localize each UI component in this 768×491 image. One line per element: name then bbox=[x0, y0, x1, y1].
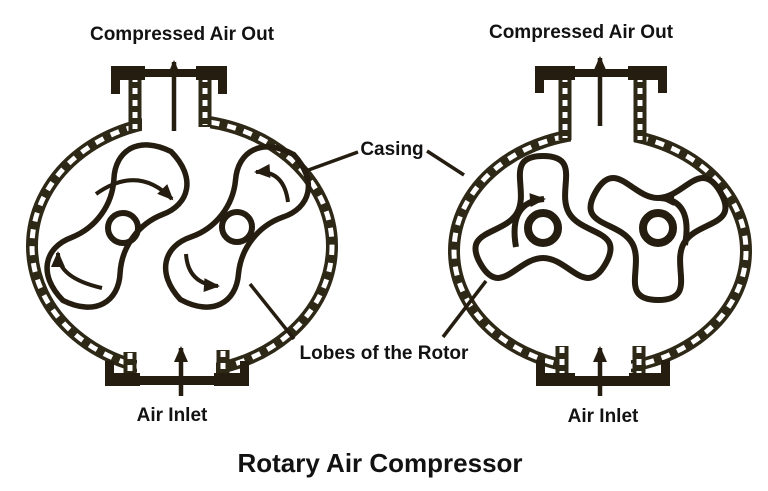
shaft-right-rotor-2 bbox=[639, 209, 677, 247]
inlet-flange-right bbox=[536, 376, 670, 386]
leader-lobes-left bbox=[248, 282, 296, 341]
outlet-label-left: Compressed Air Out bbox=[90, 24, 275, 45]
shaft-right-rotor-1 bbox=[524, 209, 562, 247]
inlet-label-right: Air Inlet bbox=[568, 406, 639, 427]
inlet-pipe-left bbox=[105, 346, 249, 396]
rotation-arrow-cw-top bbox=[94, 178, 174, 201]
rotation-arrow-ccw-top bbox=[254, 164, 290, 203]
left-compressor bbox=[26, 60, 338, 396]
casing-label: Casing bbox=[360, 139, 423, 160]
leader-lines bbox=[248, 149, 488, 341]
rotor-two-lobe-right bbox=[162, 144, 312, 310]
rotation-arrow-ccw-ring bbox=[658, 191, 690, 246]
outlet-label-right: Compressed Air Out bbox=[489, 22, 674, 43]
shaft-left-rotor-1 bbox=[105, 210, 141, 246]
right-compressor bbox=[448, 56, 752, 396]
inlet-label-left: Air Inlet bbox=[137, 405, 208, 426]
rotation-arrow-cw-bottom bbox=[51, 251, 103, 290]
outlet-opening-right bbox=[571, 118, 634, 160]
leader-casing-left bbox=[302, 150, 359, 174]
shaft-left-rotor-2 bbox=[219, 209, 255, 245]
lobes-label: Lobes of the Rotor bbox=[300, 343, 469, 364]
leader-casing-right bbox=[426, 149, 465, 177]
rotation-arrow-ccw-bottom bbox=[184, 253, 220, 293]
rotor-two-lobe-left bbox=[44, 142, 190, 310]
figure-title: Rotary Air Compressor bbox=[237, 448, 522, 478]
inlet-pipe-right bbox=[536, 346, 670, 396]
rotation-arrow-cw-ring bbox=[511, 193, 546, 248]
inlet-flange-left bbox=[105, 376, 249, 385]
leader-lobes-right bbox=[441, 279, 488, 339]
outlet-pipe-left bbox=[111, 60, 227, 131]
outlet-pipe-right bbox=[535, 56, 667, 142]
